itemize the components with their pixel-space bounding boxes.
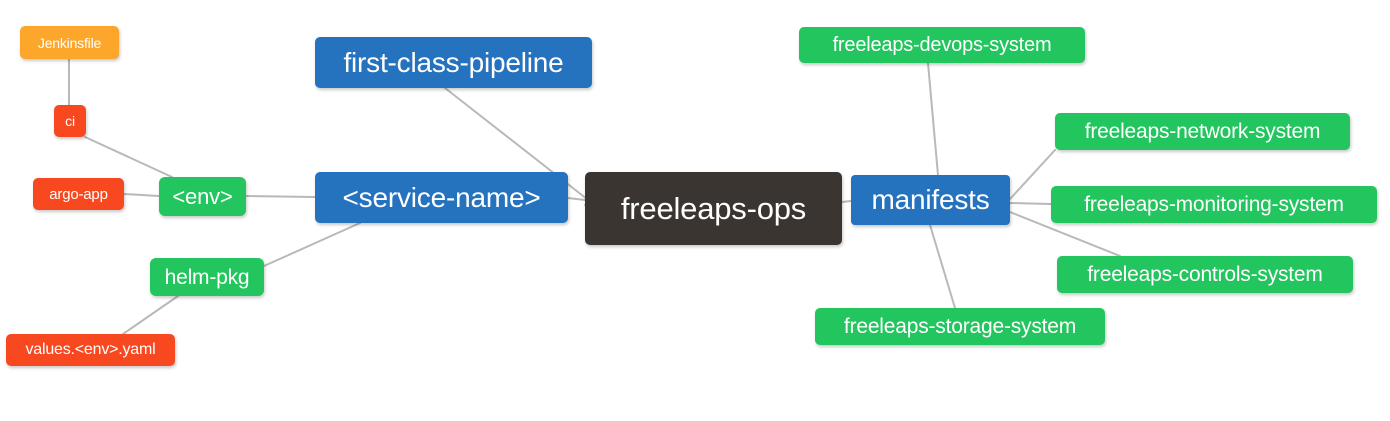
node-root[interactable]: freeleaps-ops	[585, 172, 842, 245]
edge-root-to-service-name	[567, 197, 586, 201]
node-argo-app[interactable]: argo-app	[33, 178, 124, 210]
node-manifests[interactable]: manifests	[851, 175, 1010, 225]
edge-helm-pkg-to-values-yaml	[122, 295, 179, 335]
edge-manifests-to-storage	[929, 224, 956, 309]
node-monitoring[interactable]: freeleaps-monitoring-system	[1051, 186, 1377, 223]
edge-service-name-to-env	[245, 195, 316, 198]
node-jenkinsfile[interactable]: Jenkinsfile	[20, 26, 119, 59]
node-label-devops: freeleaps-devops-system	[832, 34, 1052, 56]
node-values-yaml[interactable]: values.<env>.yaml	[6, 334, 175, 366]
node-label-jenkinsfile: Jenkinsfile	[37, 34, 102, 51]
node-label-controls: freeleaps-controls-system	[1087, 263, 1323, 286]
node-label-network: freeleaps-network-system	[1084, 120, 1321, 143]
edge-env-to-ci	[84, 136, 173, 178]
node-label-helm-pkg: helm-pkg	[164, 265, 250, 289]
edge-manifests-to-monitoring	[1009, 202, 1052, 205]
node-helm-pkg[interactable]: helm-pkg	[150, 258, 264, 296]
node-env[interactable]: <env>	[159, 177, 246, 216]
node-network[interactable]: freeleaps-network-system	[1055, 113, 1350, 150]
node-label-argo-app: argo-app	[49, 185, 108, 203]
node-controls[interactable]: freeleaps-controls-system	[1057, 256, 1353, 293]
edge-service-name-to-helm-pkg	[263, 222, 361, 267]
edge-root-to-manifests	[841, 200, 852, 203]
node-label-root: freeleaps-ops	[620, 191, 807, 226]
node-storage[interactable]: freeleaps-storage-system	[815, 308, 1105, 345]
node-label-env: <env>	[172, 183, 233, 209]
edge-manifests-to-devops	[927, 62, 939, 176]
node-ci[interactable]: ci	[54, 105, 86, 137]
node-service-name[interactable]: <service-name>	[315, 172, 568, 223]
node-label-service-name: <service-name>	[342, 181, 541, 213]
node-label-pipeline: first-class-pipeline	[343, 46, 564, 78]
edge-manifests-to-controls	[1009, 211, 1121, 257]
node-label-storage: freeleaps-storage-system	[843, 315, 1077, 338]
node-devops[interactable]: freeleaps-devops-system	[799, 27, 1085, 63]
node-label-values-yaml: values.<env>.yaml	[25, 341, 156, 358]
edge-manifests-to-network	[1009, 149, 1056, 200]
node-label-ci: ci	[65, 113, 75, 129]
node-pipeline[interactable]: first-class-pipeline	[315, 37, 592, 88]
node-label-monitoring: freeleaps-monitoring-system	[1084, 193, 1344, 216]
edge-env-to-argo-app	[123, 193, 160, 197]
node-label-manifests: manifests	[871, 184, 990, 215]
